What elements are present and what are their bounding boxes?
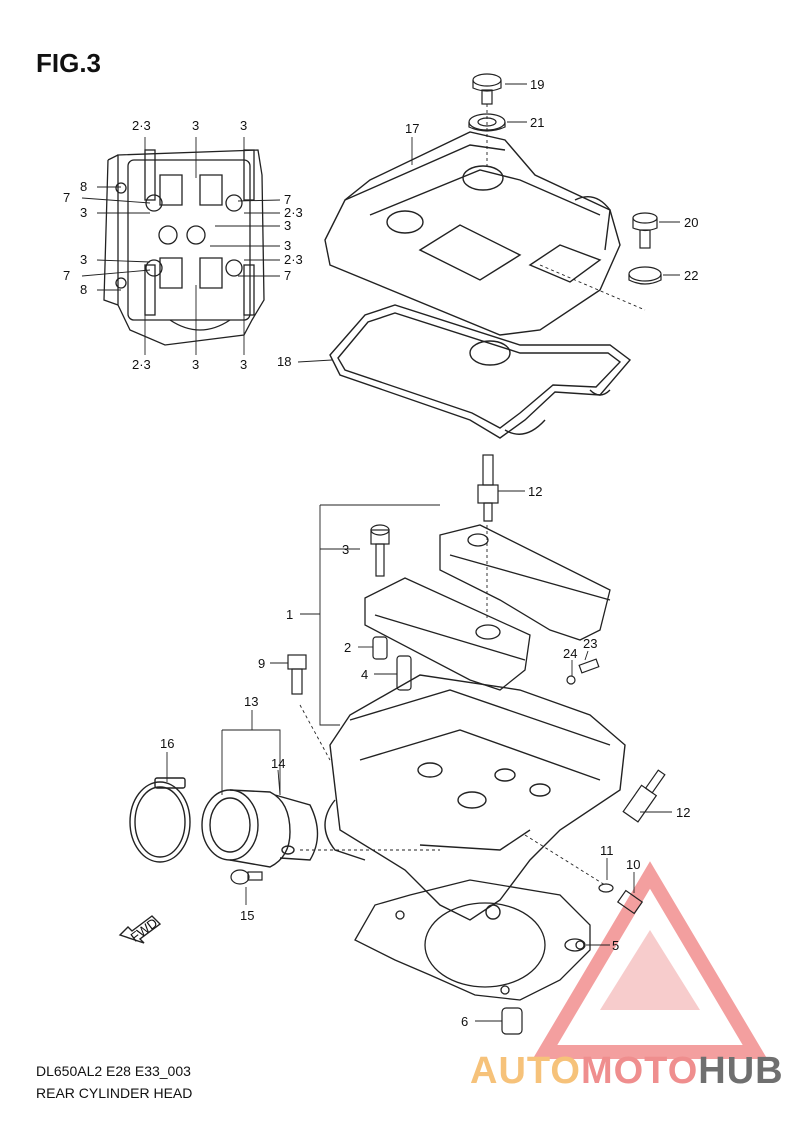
head-leader-lines [166,490,672,1022]
callout-label: 3 [80,205,87,220]
callout-label: 7 [284,268,291,283]
callout-label: 3 [192,357,199,372]
washer-11 [598,883,614,893]
callout-label: 12 [676,805,690,820]
callout-label: 4 [361,667,368,682]
head-callouts: 1 2 3 4 5 6 9 10 11 12 12 13 14 15 16 23… [160,484,690,1029]
clamp-16 [129,777,191,863]
callout-label: 23 [583,636,597,651]
cover-gasket [329,304,632,439]
sensor-23-24 [566,658,600,685]
watermark-part-2: MOTO [580,1050,699,1092]
callout-label: 18 [277,354,291,369]
inset-callouts: 2·3 3 3 8 7 3 7 2·3 3 3 3 2·3 7 7 8 2·3 … [63,118,303,372]
spark-plug-top [477,454,499,522]
callout-label: 7 [63,268,70,283]
callout-label: 17 [405,121,419,136]
camshaft-holders [364,524,611,691]
callout-label: 3 [342,542,349,557]
callout-label: 3 [192,118,199,133]
cover-leader-lines [297,83,680,363]
callout-label: 20 [684,215,698,230]
cylinder-head-cover [324,131,621,336]
bolt-3 [370,524,390,577]
spark-plug-side [622,769,666,823]
callout-label: 13 [244,694,258,709]
cover-bolt-20 [632,212,658,249]
cover-bolt-19 [472,73,502,105]
callout-label: 24 [563,646,577,661]
callout-label: 3 [284,218,291,233]
figure-title: FIG.3 [36,48,102,78]
watermark-logo [532,861,768,1059]
callout-label: 15 [240,908,254,923]
callout-label: 3 [240,118,247,133]
inset-top-view [103,149,265,346]
watermark-text: AUTOMOTOHUB [470,1050,784,1093]
screw-15 [230,869,263,885]
callout-label: 3 [240,357,247,372]
callout-label: 5 [612,938,619,953]
bolt-10 [616,889,644,915]
diagram-name: REAR CYLINDER HEAD [36,1085,193,1101]
callout-label: 2 [344,640,351,655]
cover-washer-22 [628,266,662,285]
head-gasket [354,879,591,1001]
callout-label: 9 [258,656,265,671]
callout-label: 3 [80,252,87,267]
cover-callouts: 17 18 19 20 21 22 [277,77,698,369]
callout-label: 16 [160,736,174,751]
callout-label: 14 [271,756,285,771]
callout-label: 2·3 [284,252,303,267]
model-code: DL650AL2 E28 E33_003 [36,1063,191,1079]
callout-label: 21 [530,115,544,130]
callout-label: 2·3 [132,118,151,133]
callout-label: 7 [284,192,291,207]
callout-label: 1 [286,607,293,622]
callout-label: 8 [80,282,87,297]
callout-label: 10 [626,857,640,872]
callout-label: 2·3 [132,357,151,372]
callout-label: 8 [80,179,87,194]
dowel-6 [501,1007,523,1035]
guide-4 [396,655,412,691]
watermark-part-1: AUTO [470,1050,581,1092]
callout-label: 6 [461,1014,468,1029]
fwd-arrow: FWD [118,915,162,945]
bolt-9 [287,654,307,695]
callout-label: 12 [528,484,542,499]
dowel-pin-2 [372,636,388,660]
callout-label: 19 [530,77,544,92]
callout-label: 11 [600,843,614,858]
watermark-part-3: HUB [698,1050,784,1092]
intake-pipe-13 [201,789,319,868]
callout-label: 2·3 [284,205,303,220]
callout-label: 22 [684,268,698,283]
callout-label: 3 [284,238,291,253]
inset-leader-lines [81,137,281,355]
cylinder-head [324,674,626,921]
callout-label: 7 [63,190,70,205]
